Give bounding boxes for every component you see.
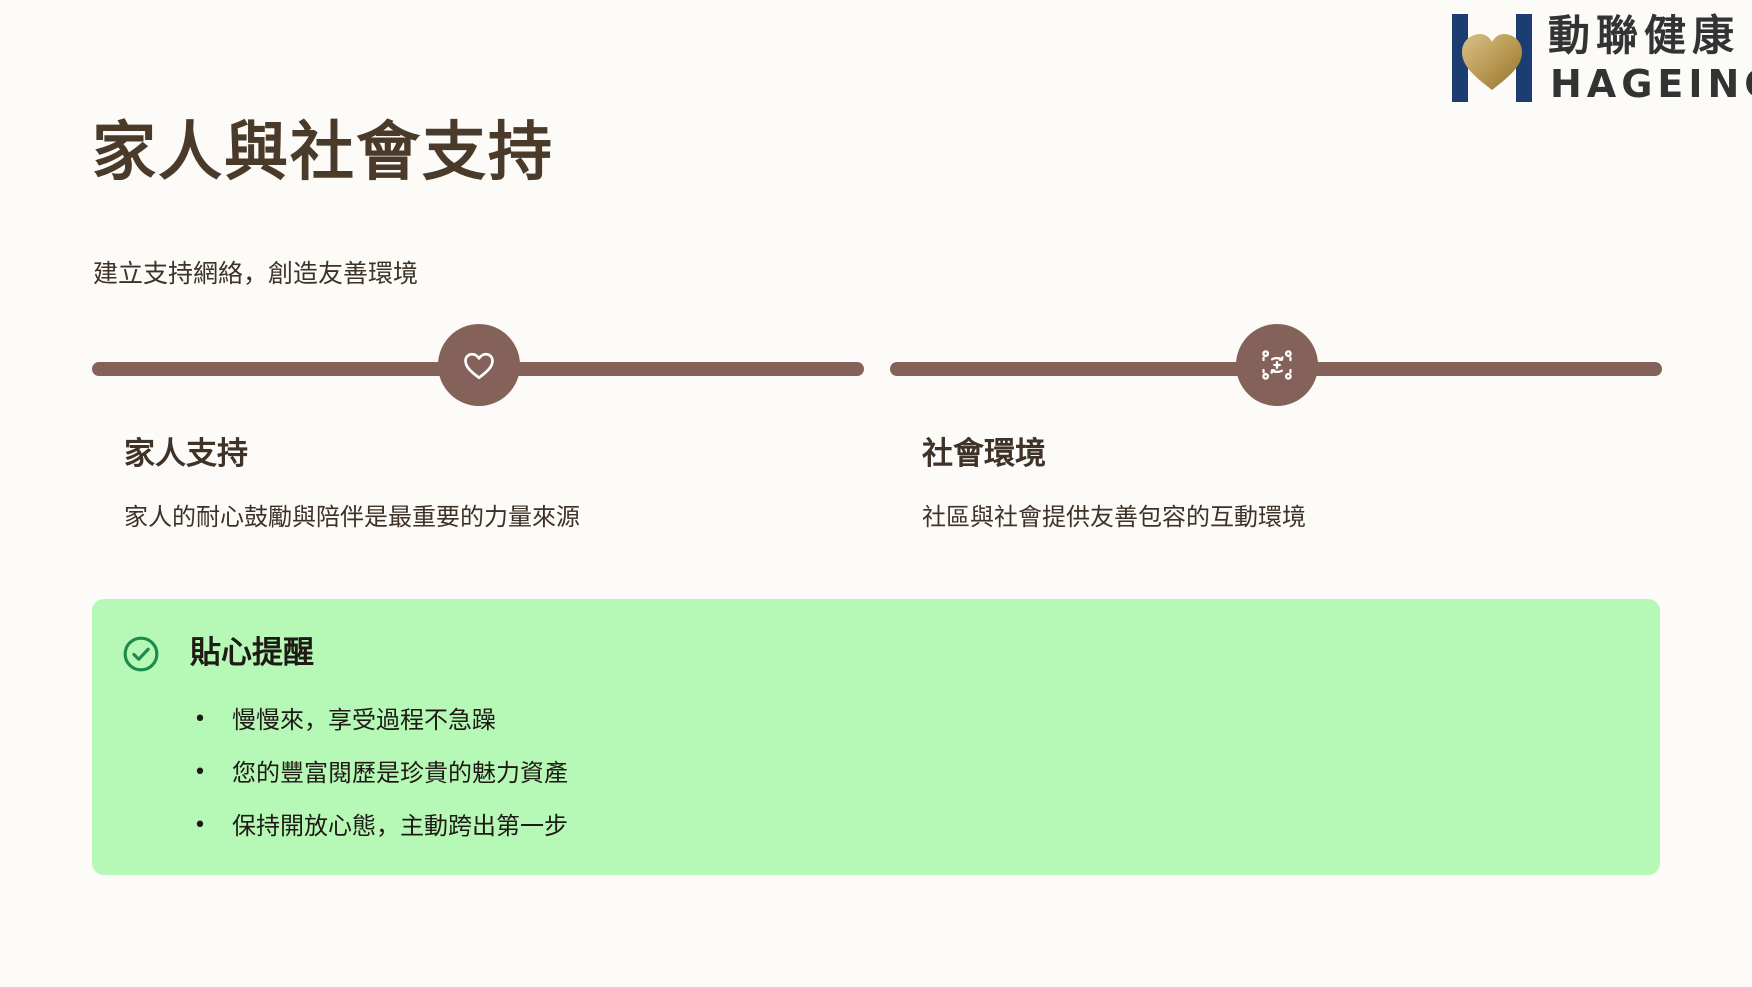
tip-text: 您的豐富閱歷是珍貴的魅力資產 [232,759,568,787]
page-title: 家人與社會支持 [92,116,554,190]
card-icon-badge [1236,324,1318,406]
heart-icon [464,352,494,380]
card-heading: 社會環境 [922,436,1046,472]
list-item: • 慢慢來，享受過程不急躁 [190,703,568,756]
card-icon-badge [438,324,520,406]
card-description: 社區與社會提供友善包容的互動環境 [922,503,1306,531]
card-description: 家人的耐心鼓勵與陪伴是最重要的力量來源 [124,503,580,531]
bullet: • [193,813,207,838]
list-item: • 您的豐富閱歷是珍貴的魅力資產 [190,756,569,809]
logo-mark-icon [1452,14,1532,102]
logo-name-en: HAGEING [1550,62,1752,106]
list-item: • 保持開放心態，主動跨出第一步 [190,809,569,862]
community-exchange-icon [1262,350,1292,380]
tips-title: 貼心提醒 [190,635,314,671]
brand-logo: 動聯健康 HAGEING [1450,10,1752,106]
page-subtitle: 建立支持網絡，創造友善環境 [93,259,419,288]
card-heading: 家人支持 [124,436,248,472]
tips-list: • 慢慢來，享受過程不急躁 • 您的豐富閱歷是珍貴的魅力資產 • 保持開放心態，… [190,703,569,862]
tip-text: 慢慢來，享受過程不急躁 [232,706,496,734]
logo-name-zh: 動聯健康 [1548,11,1741,60]
card-social-environment: 社會環境 社區與社會提供友善包容的互動環境 [890,324,1662,544]
tip-text: 保持開放心態，主動跨出第一步 [232,812,568,840]
tips-panel: 貼心提醒 • 慢慢來，享受過程不急躁 • 您的豐富閱歷是珍貴的魅力資產 • 保持… [92,599,1660,875]
card-family-support: 家人支持 家人的耐心鼓勵與陪伴是最重要的力量來源 [92,324,864,544]
bullet: • [193,760,207,785]
check-circle-icon [123,636,159,672]
bullet: • [193,707,207,732]
